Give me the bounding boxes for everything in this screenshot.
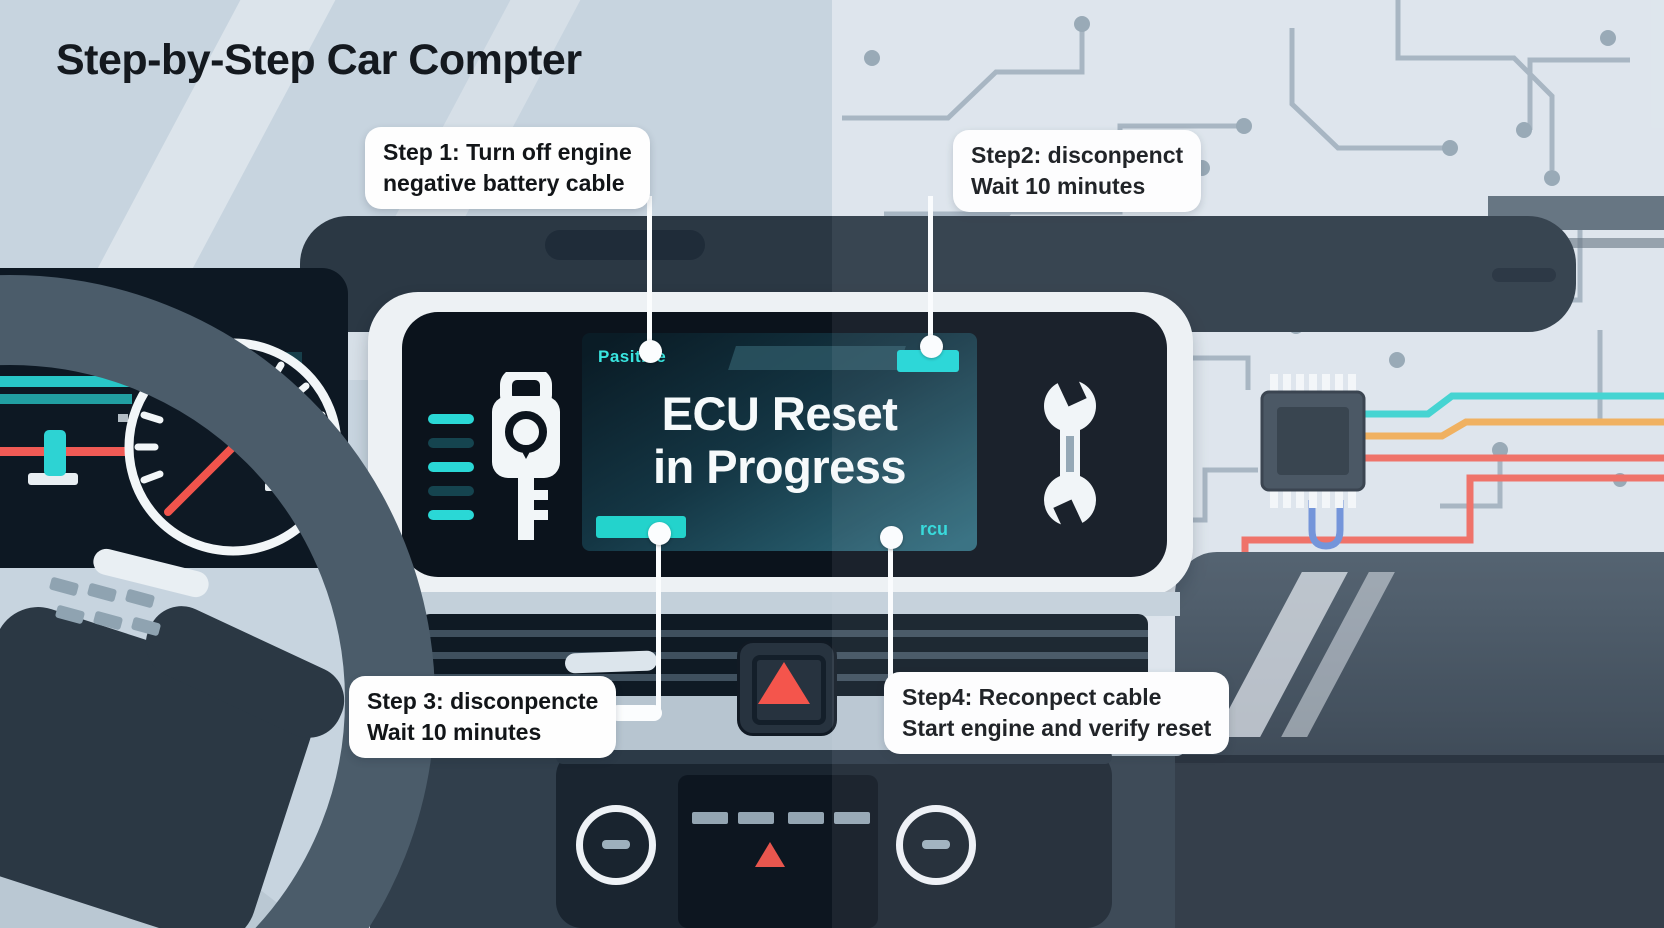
screen-teal-indicator	[897, 350, 959, 372]
connector-dot	[639, 340, 662, 363]
radio-warning-triangle-icon	[755, 842, 785, 867]
dash-trim-band	[370, 592, 1180, 616]
panel-teal-bar-dim	[428, 438, 474, 448]
dash-vent-pill-small	[1492, 268, 1556, 282]
a-pillar-bar-thin	[1522, 238, 1664, 248]
vent-slat	[420, 630, 1148, 637]
screen-message-line2: in Progress	[652, 440, 907, 493]
step-3-callout: Step 3: disconpencte Wait 10 minutes	[349, 676, 617, 758]
dash-vent-pill	[545, 230, 705, 260]
screen-message: ECU Reset in Progress	[582, 387, 977, 493]
screen-top-bar	[728, 346, 906, 370]
step-4-callout: Step4: Reconpect cable Start engine and …	[884, 672, 1230, 754]
connector-dot	[920, 335, 943, 358]
glovebox-panel	[1175, 763, 1664, 928]
radio-button	[834, 812, 870, 824]
hazard-button-border	[752, 655, 826, 725]
radio-knob-right	[896, 805, 976, 885]
connector-line-step3	[656, 540, 661, 716]
step-2-line-2: Wait 10 minutes	[971, 173, 1146, 199]
radio-knob-marker	[602, 840, 630, 849]
ecu-microchip-icon	[1260, 374, 1366, 508]
step-2-callout: Step2: disconpenct Wait 10 minutes	[953, 130, 1202, 212]
step-3-line-1: Step 3: disconpencte	[367, 688, 599, 714]
step-2-line-1: Step2: disconpenct	[971, 142, 1184, 168]
radio-button	[692, 812, 728, 824]
connector-line-step2	[928, 196, 933, 343]
page-title: Step-by-Step Car Compter	[56, 36, 582, 84]
step-1-line-1: Step 1: Turn off engine	[383, 139, 632, 165]
connector-dot	[880, 526, 903, 549]
radio-button	[738, 812, 774, 824]
screen-corner-label: rcu	[920, 519, 949, 539]
hazard-warning-triangle-icon	[758, 662, 810, 704]
step-1-line-2: negative battery cable	[383, 170, 625, 196]
connector-tab-step3	[610, 705, 662, 721]
radio-button	[788, 812, 824, 824]
glovebox-groove	[1175, 755, 1664, 763]
screen-message-line1: ECU Reset	[661, 387, 898, 440]
step-4-line-1: Step4: Reconpect cable	[902, 684, 1162, 710]
car-key-icon	[492, 372, 560, 540]
connector-line-step1	[647, 196, 652, 348]
panel-teal-bar	[428, 414, 474, 424]
panel-teal-bar	[428, 462, 474, 472]
vent-tab	[564, 650, 658, 674]
step-1-callout: Step 1: Turn off engine negative battery…	[365, 127, 650, 209]
connector-line-step4	[888, 544, 893, 678]
connector-dot	[648, 522, 671, 545]
service-wrench-icon	[1044, 378, 1096, 528]
step-4-line-2: Start engine and verify reset	[902, 715, 1212, 741]
radio-knob-marker	[922, 840, 950, 849]
panel-teal-bar	[428, 510, 474, 520]
step-3-line-2: Wait 10 minutes	[367, 719, 542, 745]
panel-teal-bar-dim	[428, 486, 474, 496]
screen-progress-bar	[596, 516, 686, 538]
